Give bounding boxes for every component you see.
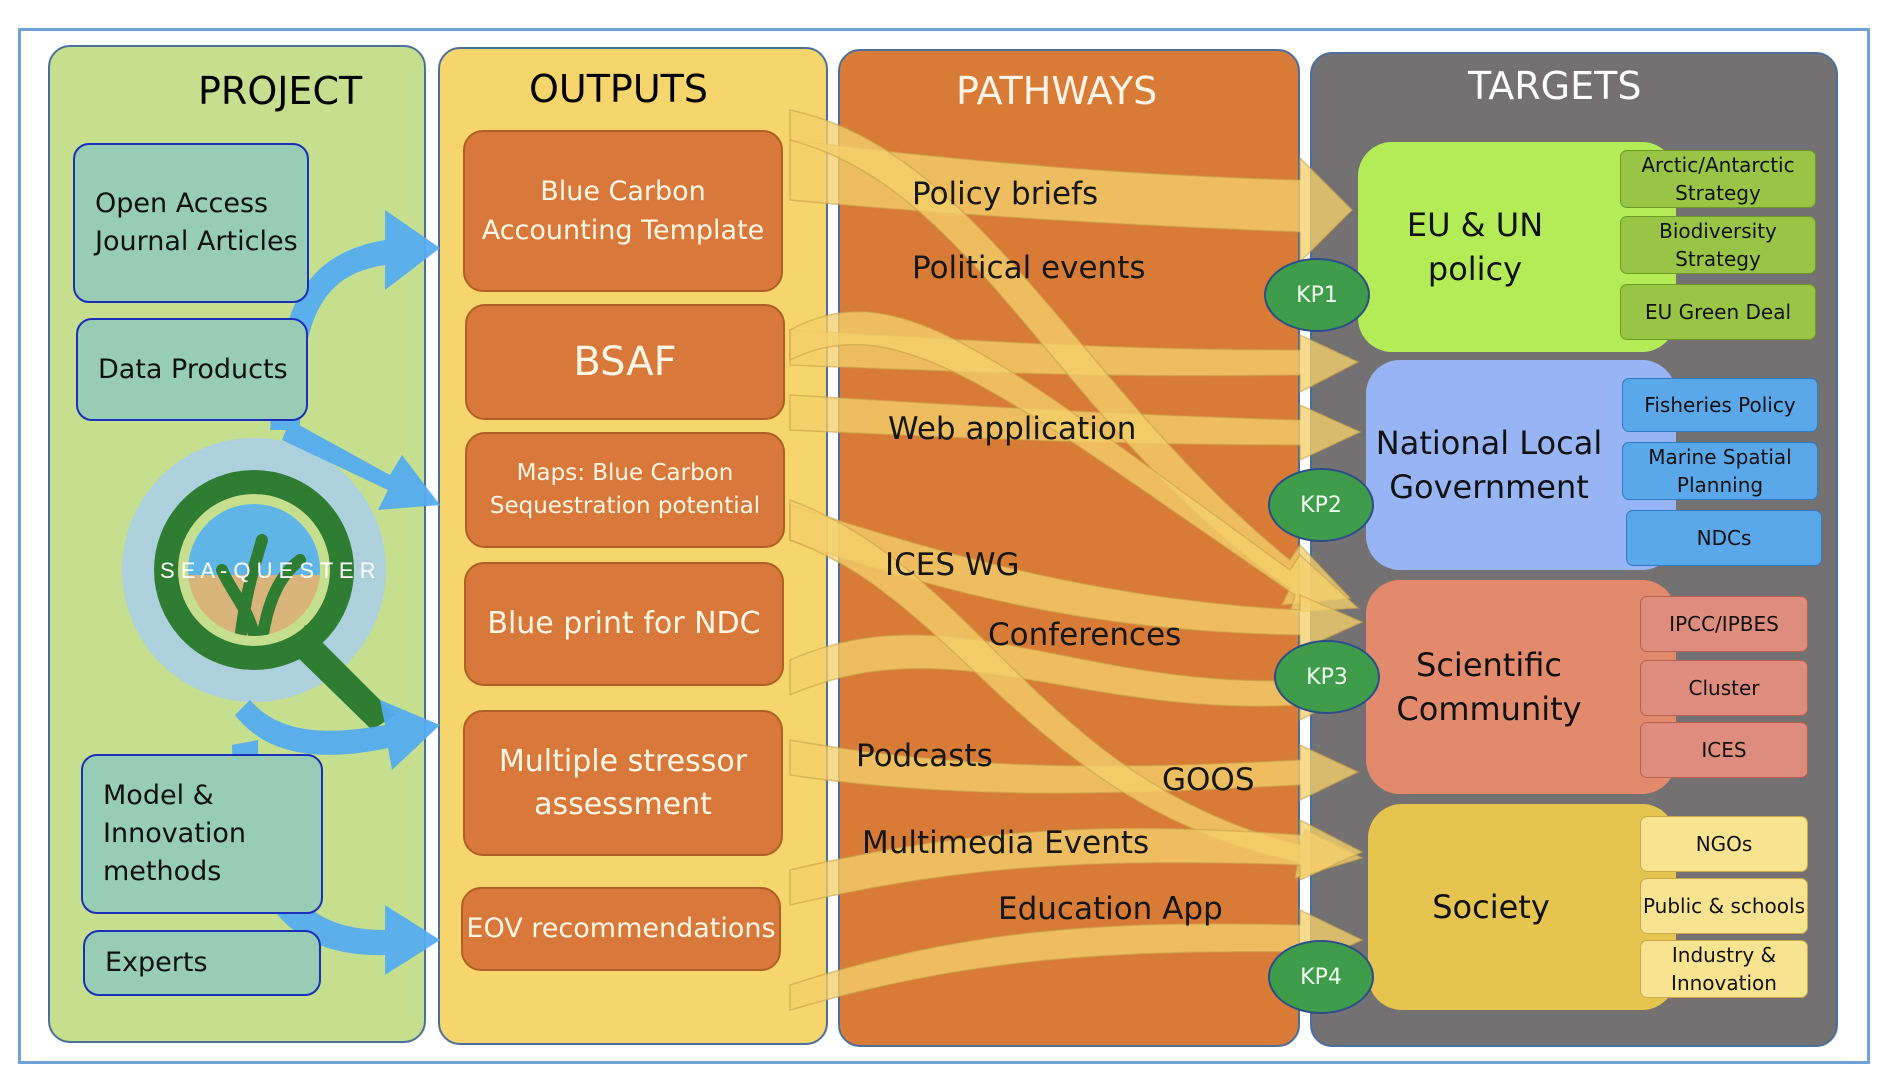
output-item-bsaf: BSAF xyxy=(465,304,785,420)
target-item-ngos: NGOs xyxy=(1640,816,1808,872)
pathway-label-policy-briefs: Policy briefs xyxy=(912,176,1099,212)
diagram-frame xyxy=(18,28,1870,1064)
kp2-badge: KP2 xyxy=(1268,468,1374,542)
flow-goos xyxy=(789,739,1360,802)
kp4-badge: KP4 xyxy=(1268,940,1374,1014)
flow-education-app xyxy=(789,818,1364,906)
project-title: PROJECT xyxy=(198,69,363,113)
target-item-ipcc: IPCC/IPBES xyxy=(1640,596,1808,652)
outputs-title: OUTPUTS xyxy=(529,67,708,111)
target-group-society: Society xyxy=(1368,804,1676,1010)
target-group-scientific: Scientific Community xyxy=(1366,580,1676,794)
project-item-experts: Experts xyxy=(83,930,321,996)
target-group-label: National Local Government xyxy=(1375,423,1603,506)
project-item-data-products: Data Products xyxy=(76,318,308,421)
kp1-badge: KP1 xyxy=(1264,258,1370,332)
pathway-label-political-events: Political events xyxy=(912,250,1146,286)
target-item-arctic: Arctic/Antarctic Strategy xyxy=(1620,150,1816,208)
targets-title: TARGETS xyxy=(1468,64,1642,108)
arrow-to-stressor xyxy=(235,700,440,770)
kp3-badge: KP3 xyxy=(1274,640,1380,714)
target-group-label: Society xyxy=(1432,887,1550,926)
project-item-articles: Open Access Journal Articles xyxy=(73,143,309,303)
pathway-label-goos: GOOS xyxy=(1162,762,1255,798)
project-item-models: Model & Innovation methods xyxy=(81,754,323,914)
pathway-label-ices-wg: ICES WG xyxy=(885,547,1020,583)
arrow-to-eov xyxy=(232,740,440,975)
pathway-label-web-application: Web application xyxy=(888,411,1137,447)
target-item-green-deal: EU Green Deal xyxy=(1620,284,1816,340)
output-item-template: Blue Carbon Accounting Template xyxy=(463,130,783,292)
target-group-label: EU & UN policy xyxy=(1406,205,1544,288)
target-item-ices: ICES xyxy=(1640,722,1808,778)
output-item-stressor: Multiple stressor assessment xyxy=(463,710,783,856)
pathways-title: PATHWAYS xyxy=(956,69,1158,113)
target-item-fisheries: Fisheries Policy xyxy=(1622,378,1818,432)
pathway-label-podcasts: Podcasts xyxy=(856,738,993,774)
logo-text: S E A - Q U E S T E R xyxy=(160,558,376,583)
flow-multimedia-events xyxy=(789,498,1365,880)
target-item-industry: Industry & Innovation xyxy=(1640,940,1808,998)
arrow-to-template xyxy=(270,210,440,430)
output-item-eov: EOV recommendations xyxy=(461,887,781,971)
target-group-label: Scientific Community xyxy=(1396,645,1582,728)
output-item-maps: Maps: Blue Carbon Sequestration potentia… xyxy=(465,432,785,548)
target-item-cluster: Cluster xyxy=(1640,660,1808,716)
output-item-blueprint: Blue print for NDC xyxy=(464,562,784,686)
arrow-to-maps xyxy=(282,420,440,510)
target-item-ndcs: NDCs xyxy=(1626,510,1822,566)
flow-conferences xyxy=(789,503,1364,652)
pathway-label-education-app: Education App xyxy=(998,891,1223,927)
target-item-biodiversity: Biodiversity Strategy xyxy=(1620,216,1816,274)
pathway-label-multimedia-events: Multimedia Events xyxy=(862,825,1150,861)
target-item-public: Public & schools xyxy=(1640,878,1808,934)
target-item-msp: Marine Spatial Planning xyxy=(1622,442,1818,500)
pathway-label-conferences: Conferences xyxy=(988,617,1182,653)
